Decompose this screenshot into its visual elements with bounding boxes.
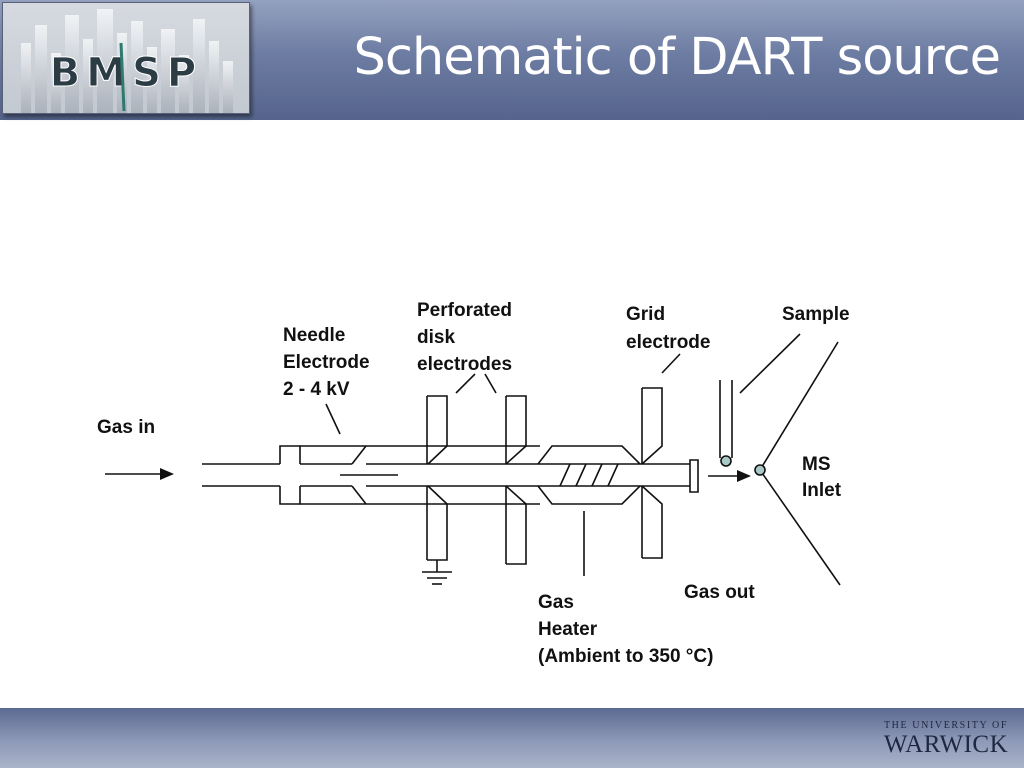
label-gas-out: Gas out xyxy=(684,582,755,603)
gas-out-arrow xyxy=(708,470,751,482)
label-needle-2: Electrode xyxy=(283,352,370,373)
ground-icon xyxy=(422,560,452,585)
label-perforated-1: Perforated xyxy=(417,300,512,321)
leader-lines xyxy=(325,333,801,576)
bmsp-logo: BMSP xyxy=(2,2,250,114)
label-perforated-2: disk xyxy=(417,327,455,348)
label-ms-2: Inlet xyxy=(802,480,842,501)
slide-title: Schematic of DART source xyxy=(353,28,1001,87)
perforated-disk-electrode-2 xyxy=(505,395,527,565)
grid-electrode xyxy=(641,387,663,559)
perforated-disk-electrode-1 xyxy=(426,395,448,561)
label-perforated-3: electrodes xyxy=(417,354,512,375)
university-logo-text: WARWICK xyxy=(883,731,1009,758)
slide-footer xyxy=(0,708,1024,768)
gas-in-arrow xyxy=(105,468,174,480)
logo-graphic: BMSP xyxy=(21,9,233,113)
gas-heater xyxy=(537,445,641,505)
label-grid-2: electrode xyxy=(626,332,710,353)
label-sample: Sample xyxy=(782,304,850,325)
label-heater-3: (Ambient to 350 °C) xyxy=(538,646,713,667)
main-tube xyxy=(366,445,699,505)
label-ms-1: MS xyxy=(802,454,831,475)
label-grid-1: Grid xyxy=(626,304,665,325)
university-small-text: THE UNIVERSITY OF xyxy=(883,720,1009,731)
label-needle-1: Needle xyxy=(283,325,345,346)
ms-inlet xyxy=(754,341,841,586)
label-heater-1: Gas xyxy=(538,592,574,613)
needle-electrode-body xyxy=(202,445,428,505)
sample-holder xyxy=(719,380,733,467)
label-needle-3: 2 - 4 kV xyxy=(283,379,350,400)
label-gas-in: Gas in xyxy=(97,417,155,438)
diagram-labels: Needle Electrode 2 - 4 kV Perforated dis… xyxy=(97,300,850,667)
label-heater-2: Heater xyxy=(538,619,598,640)
